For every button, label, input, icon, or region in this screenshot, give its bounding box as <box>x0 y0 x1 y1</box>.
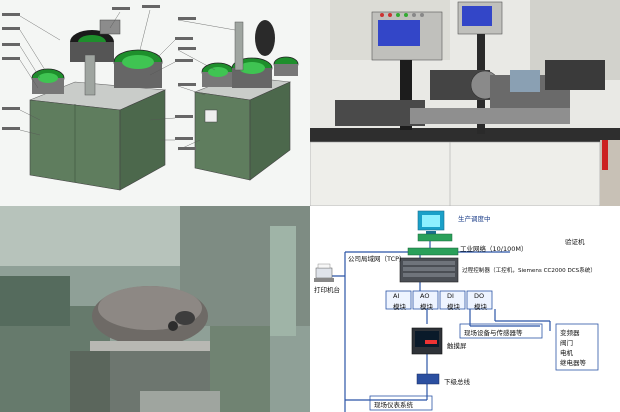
panel-machine-illustration <box>0 0 310 206</box>
test-bench-photo <box>310 0 620 206</box>
right-list-item-2: 阀门 <box>560 339 573 347</box>
module-ao-title: AO <box>420 292 430 300</box>
hmi-label: 触摸屏 <box>447 342 467 350</box>
panel-tank-machine-photo <box>0 206 310 412</box>
field-devices-label: 现场设备与传感器等 <box>464 329 523 337</box>
right-list-item-3: 电机 <box>560 349 573 357</box>
controller-label: 过程控制器（工控机，Siemens CC2000 DCS系统） <box>462 268 596 274</box>
ethernet-label: 工业网络（10/100M） <box>460 245 528 253</box>
module-ai-sub: 模块 <box>393 303 406 311</box>
company-net-label: 公司局域网（TCP） <box>348 255 406 263</box>
right-list-item-1: 变频器 <box>560 329 580 337</box>
tank-machine-photo <box>0 206 310 412</box>
panel-test-bench-photo <box>310 0 620 206</box>
fieldbus-label: 下级总线 <box>444 378 470 386</box>
printer-icon <box>314 263 334 282</box>
module-di-sub: 模块 <box>447 303 460 311</box>
module-do-title: DO <box>474 292 485 300</box>
pc-label: 生产调度中 <box>458 215 491 223</box>
module-ai-title: AI <box>393 292 400 300</box>
hmi-panel-icon <box>411 327 443 355</box>
network-diagram <box>314 210 599 412</box>
printer-label: 打印机台 <box>314 286 340 294</box>
monitor-label: 验证机 <box>565 238 585 246</box>
module-di-title: DI <box>447 292 454 300</box>
module-ao-sub: 模块 <box>420 303 433 311</box>
panel-network-diagram: 生产调度中 工业网络（10/100M） 验证机 公司局域网（TCP） 过程控制器… <box>310 206 620 412</box>
bottom-system-label: 现场仪表系统 <box>374 401 413 409</box>
machine-illustration <box>2 5 299 191</box>
pc-icon <box>417 210 453 242</box>
controller-rack-icon <box>399 257 459 283</box>
module-do-sub: 模块 <box>474 303 487 311</box>
right-list-item-4: 继电器等 <box>560 359 586 367</box>
